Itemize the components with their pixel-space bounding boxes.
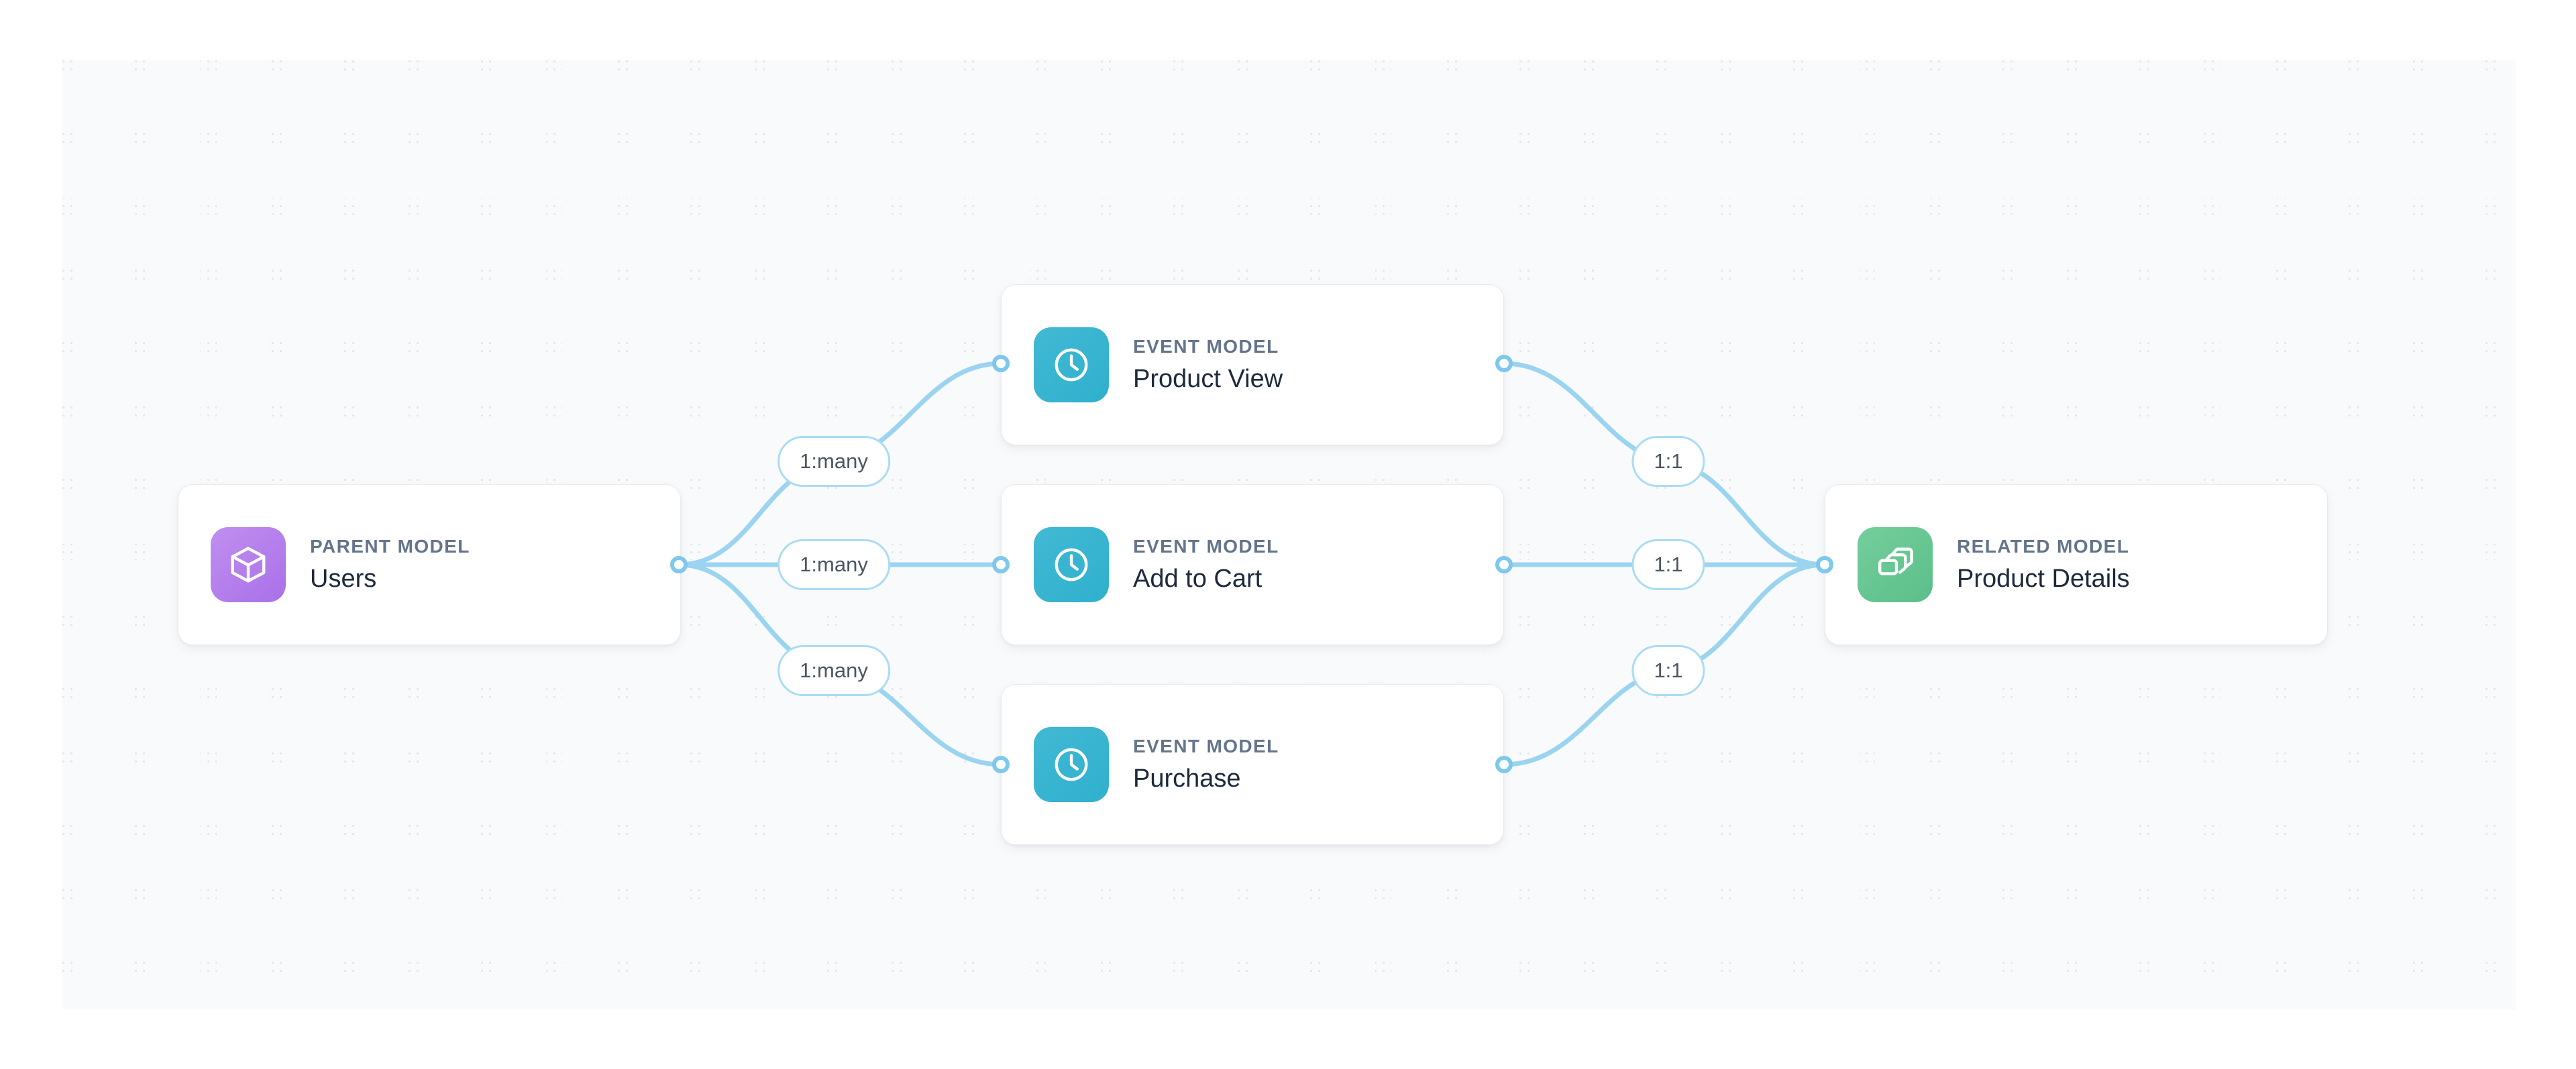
node-card-users[interactable]: PARENT MODEL Users bbox=[178, 484, 681, 645]
node-text-purchase: EVENT MODEL Purchase bbox=[1133, 736, 1279, 793]
clock-icon bbox=[1034, 527, 1109, 602]
node-title: Purchase bbox=[1133, 764, 1241, 793]
port-product-view-out[interactable] bbox=[1495, 355, 1513, 372]
node-text-users: PARENT MODEL Users bbox=[310, 535, 470, 594]
port-add-to-cart-in[interactable] bbox=[992, 556, 1010, 573]
node-text-add-to-cart: EVENT MODEL Add to Cart bbox=[1133, 535, 1279, 594]
relationship-label-add-to-cart-to-details[interactable]: 1:1 bbox=[1631, 539, 1705, 590]
node-kicker: EVENT MODEL bbox=[1133, 335, 1279, 357]
node-text-product-details: RELATED MODEL Product Details bbox=[1957, 535, 2130, 594]
node-kicker: PARENT MODEL bbox=[310, 535, 470, 557]
relationship-label-product-view-to-details[interactable]: 1:1 bbox=[1631, 436, 1705, 487]
node-card-purchase[interactable]: EVENT MODEL Purchase bbox=[1001, 684, 1504, 845]
port-purchase-out[interactable] bbox=[1495, 756, 1513, 773]
node-title: Add to Cart bbox=[1133, 564, 1263, 593]
node-card-product-details[interactable]: RELATED MODEL Product Details bbox=[1825, 484, 2328, 645]
port-users-out[interactable] bbox=[670, 556, 688, 573]
relationship-label-purchase-to-details[interactable]: 1:1 bbox=[1631, 645, 1705, 696]
relationship-label-users-to-add-to-cart[interactable]: 1:many bbox=[777, 539, 890, 590]
node-kicker: EVENT MODEL bbox=[1133, 735, 1279, 756]
relationship-label-users-to-purchase[interactable]: 1:many bbox=[777, 645, 890, 696]
clock-icon bbox=[1034, 727, 1109, 802]
node-kicker: EVENT MODEL bbox=[1133, 535, 1279, 557]
port-product-details-in[interactable] bbox=[1816, 556, 1833, 573]
node-title: Users bbox=[310, 564, 377, 593]
port-add-to-cart-out[interactable] bbox=[1495, 556, 1513, 573]
node-text-product-view: EVENT MODEL Product View bbox=[1133, 335, 1283, 394]
node-title: Product Details bbox=[1957, 564, 2130, 593]
node-card-product-view[interactable]: EVENT MODEL Product View bbox=[1001, 284, 1504, 445]
clock-icon bbox=[1034, 327, 1109, 402]
port-purchase-in[interactable] bbox=[992, 756, 1010, 773]
node-kicker: RELATED MODEL bbox=[1957, 535, 2130, 557]
layers-icon bbox=[1858, 527, 1933, 602]
node-title: Product View bbox=[1133, 364, 1283, 393]
cube-icon bbox=[211, 527, 286, 602]
node-card-add-to-cart[interactable]: EVENT MODEL Add to Cart bbox=[1001, 484, 1504, 645]
relationship-label-users-to-product-view[interactable]: 1:many bbox=[777, 436, 890, 487]
port-product-view-in[interactable] bbox=[992, 355, 1010, 372]
